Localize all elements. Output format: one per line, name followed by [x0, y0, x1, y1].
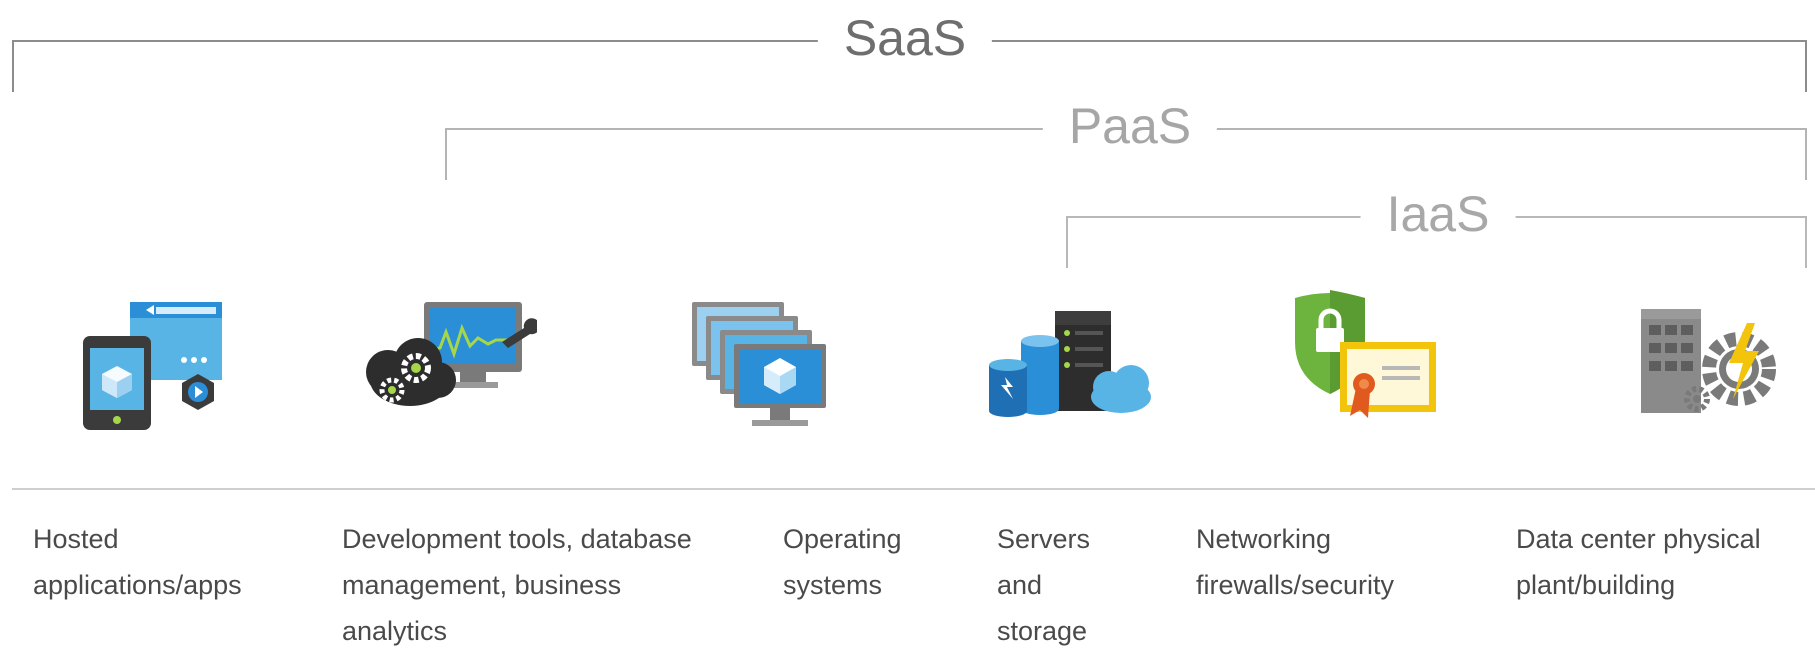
caption-datacenter: Data center physical plant/building	[1516, 524, 1761, 600]
caption-hosted-apps: Hosted applications/apps	[33, 524, 242, 600]
dev-tools-icon	[352, 298, 540, 428]
hosted-apps-icon	[80, 298, 230, 438]
paas-label: PaaS	[1042, 101, 1218, 151]
operating-systems-icon	[690, 298, 830, 438]
servers-storage-icon	[985, 305, 1155, 425]
caption-servers-storage: Servers and storage	[997, 524, 1091, 646]
divider-line	[12, 488, 1815, 490]
datacenter-icon	[1635, 305, 1785, 425]
saas-label: SaaS	[817, 13, 993, 63]
caption-operating-systems: Operating systems	[783, 524, 902, 600]
caption-dev-tools: Development tools, database management, …	[342, 524, 692, 646]
iaas-label: IaaS	[1360, 189, 1516, 239]
networking-security-icon	[1290, 288, 1440, 428]
caption-networking-security: Networking firewalls/security	[1196, 524, 1395, 600]
